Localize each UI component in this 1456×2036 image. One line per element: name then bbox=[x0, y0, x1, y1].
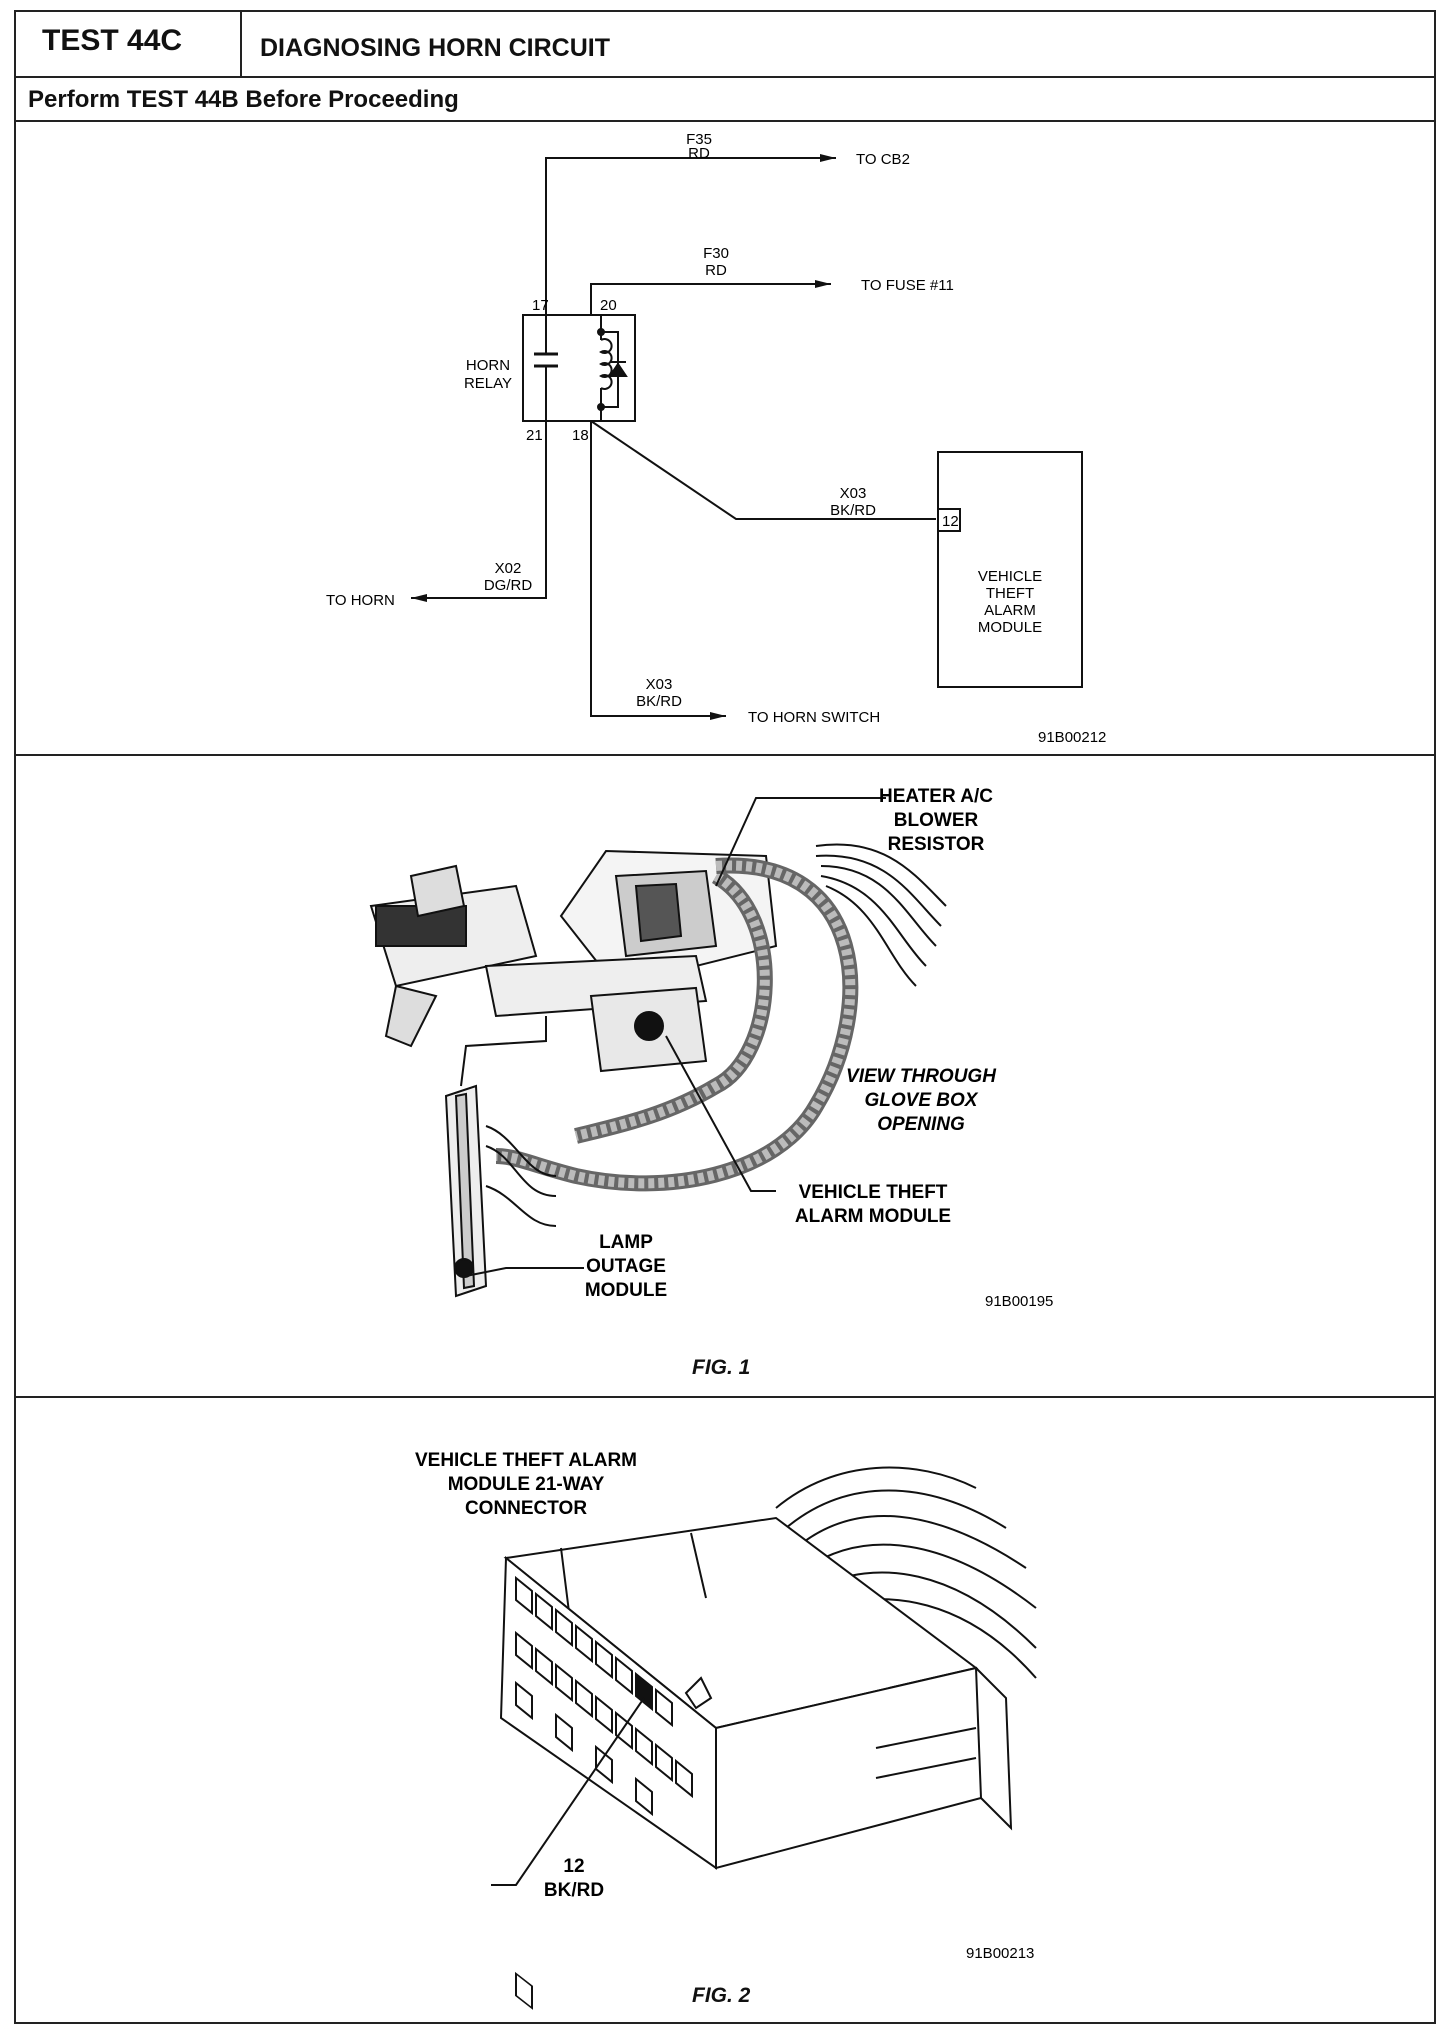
pin-label-color: BK/RD bbox=[544, 1880, 604, 1901]
connector-cavities bbox=[515, 1971, 533, 2010]
leader-vtam bbox=[665, 1035, 776, 1192]
theft-alarm-module-box bbox=[937, 451, 1083, 688]
f35-circuit-label: F35 bbox=[686, 131, 712, 148]
connector-title-line3: CONNECTOR bbox=[465, 1498, 587, 1519]
pin-21-label: 21 bbox=[526, 427, 543, 444]
leader-heater bbox=[715, 797, 886, 887]
fig1-figure-code: 91B00195 bbox=[985, 1293, 1053, 1310]
wire-f35 bbox=[545, 154, 836, 315]
test-id: TEST 44C bbox=[16, 12, 242, 78]
connector-title-line2: MODULE 21-WAY bbox=[448, 1474, 605, 1495]
pin-label-number: 12 bbox=[563, 1856, 584, 1877]
module-label-line4: MODULE bbox=[978, 619, 1042, 636]
module-pin-label: 12 bbox=[942, 513, 959, 530]
vtam-label-line2: ALARM MODULE bbox=[795, 1206, 951, 1227]
fig2-figure-code: 91B00213 bbox=[966, 1945, 1034, 1962]
page-title: DIAGNOSING HORN CIRCUIT bbox=[260, 34, 610, 62]
wire-x03-switch bbox=[590, 421, 726, 720]
fig2-panel: VEHICLE THEFT ALARM MODULE 21-WAY CONNEC… bbox=[16, 1398, 1434, 2026]
pin-18-label: 18 bbox=[572, 427, 589, 444]
x03-switch-color-label: BK/RD bbox=[636, 693, 682, 710]
heater-label-line1: HEATER A/C bbox=[879, 786, 993, 807]
x03-module-circuit-label: X03 bbox=[840, 485, 867, 502]
wire-x02 bbox=[411, 421, 547, 602]
connector-drawing bbox=[499, 1466, 1037, 1870]
pin-12-leader bbox=[491, 1697, 645, 1886]
lamp-label-line3: MODULE bbox=[585, 1280, 667, 1301]
lamp-label-line1: LAMP bbox=[599, 1232, 653, 1253]
heater-label-line2: BLOWER bbox=[894, 810, 979, 831]
pin-17-label: 17 bbox=[532, 297, 549, 314]
fig1-caption: FIG. 1 bbox=[692, 1356, 751, 1379]
x02-circuit-label: X02 bbox=[495, 560, 522, 577]
wire-f30 bbox=[590, 280, 831, 315]
view-label-line2: GLOVE BOX bbox=[865, 1090, 979, 1111]
relay-label-line2: RELAY bbox=[464, 375, 512, 392]
connector-title-line1: VEHICLE THEFT ALARM bbox=[415, 1450, 637, 1471]
x02-dest-label: TO HORN bbox=[326, 592, 395, 609]
fig2-caption: FIG. 2 bbox=[692, 1984, 751, 2007]
f35-dest-label: TO CB2 bbox=[856, 151, 910, 168]
schematic-panel: F35 RD TO CB2 F30 RD TO FUSE #11 17 20 2… bbox=[16, 122, 1434, 756]
f30-dest-label: TO FUSE #11 bbox=[861, 277, 954, 294]
heater-label-line3: RESISTOR bbox=[888, 834, 985, 855]
pin-12-cavity bbox=[636, 1674, 652, 1709]
leader-lamp bbox=[465, 1267, 584, 1277]
vtam-label-line1: VEHICLE THEFT bbox=[799, 1182, 948, 1203]
relay-label-line1: HORN bbox=[466, 357, 510, 374]
fig1-illustration: HEATER A/C BLOWER RESISTOR VIEW THROUGH … bbox=[369, 786, 1053, 1310]
header: TEST 44C DIAGNOSING HORN CIRCUIT bbox=[16, 12, 1434, 78]
view-label-line3: OPENING bbox=[877, 1114, 965, 1135]
pin-20-label: 20 bbox=[600, 297, 617, 314]
f30-color-label: RD bbox=[705, 262, 727, 279]
wire-x03-module bbox=[590, 420, 936, 520]
x02-color-label: DG/RD bbox=[484, 577, 533, 594]
dashboard-harness-drawing bbox=[369, 797, 947, 1298]
module-label-line3: ALARM bbox=[984, 602, 1036, 619]
lamp-label-line2: OUTAGE bbox=[586, 1256, 666, 1277]
f30-circuit-label: F30 bbox=[703, 245, 729, 262]
view-label-line1: VIEW THROUGH bbox=[846, 1066, 997, 1087]
horn-relay-box bbox=[522, 314, 636, 422]
x03-module-color-label: BK/RD bbox=[830, 502, 876, 519]
schematic-figure-code: 91B00212 bbox=[1038, 729, 1106, 746]
subheader: Perform TEST 44B Before Proceeding bbox=[16, 78, 1434, 122]
module-label-line1: VEHICLE bbox=[978, 568, 1042, 585]
fig1-panel: HEATER A/C BLOWER RESISTOR VIEW THROUGH … bbox=[16, 756, 1434, 1398]
module-pin-12 bbox=[937, 508, 961, 532]
f35-color-label: RD bbox=[688, 145, 710, 162]
module-label-line2: THEFT bbox=[986, 585, 1034, 602]
fig2-connector-illustration: VEHICLE THEFT ALARM MODULE 21-WAY CONNEC… bbox=[415, 1450, 1037, 2010]
x03-switch-circuit-label: X03 bbox=[646, 676, 673, 693]
x03-switch-dest-label: TO HORN SWITCH bbox=[748, 709, 880, 726]
horn-relay-schematic: F35 RD TO CB2 F30 RD TO FUSE #11 17 20 2… bbox=[326, 131, 1106, 746]
page-frame: TEST 44C DIAGNOSING HORN CIRCUIT Perform… bbox=[14, 10, 1436, 2024]
